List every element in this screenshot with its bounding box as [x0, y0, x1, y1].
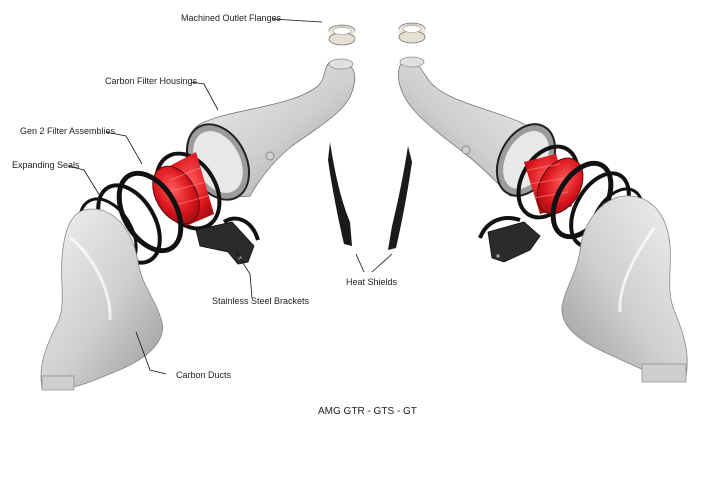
leader-heat-shield-left: [355, 253, 365, 273]
leader-stainless-brackets: [235, 251, 253, 299]
leader-lines: [67, 18, 393, 375]
heat-shield-left: [328, 142, 352, 246]
leader-outlet-flanges: [271, 18, 323, 23]
filter-assembly-left: [152, 151, 222, 231]
label-machined-outlet-flanges: Machined Outlet Flanges: [181, 13, 282, 23]
leader-heat-shield-right: [371, 253, 393, 273]
leader-filter-housings: [190, 81, 219, 111]
carbon-duct-right: [561, 195, 688, 383]
label-carbon-filter-housings: Carbon Filter Housings: [105, 76, 198, 86]
outlet-flange-right: [398, 22, 426, 44]
label-gen2-filter-assemblies: Gen 2 Filter Assemblies: [20, 126, 116, 136]
label-stainless-steel-brackets: Stainless Steel Brackets: [212, 296, 310, 306]
carbon-duct-left: [40, 208, 164, 391]
leader-filter-assemblies: [105, 131, 143, 165]
label-heat-shields: Heat Shields: [346, 277, 398, 287]
leader-carbon-ducts: [135, 331, 167, 375]
label-expanding-seals: Expanding Seals: [12, 160, 80, 170]
model-caption: AMG GTR - GTS - GT: [318, 406, 417, 417]
leader-expanding-seals: [67, 165, 101, 197]
label-carbon-ducts: Carbon Ducts: [176, 370, 232, 380]
heat-shield-right: [388, 146, 412, 250]
outlet-flange-left: [328, 24, 356, 46]
stainless-bracket-right: [478, 216, 541, 263]
